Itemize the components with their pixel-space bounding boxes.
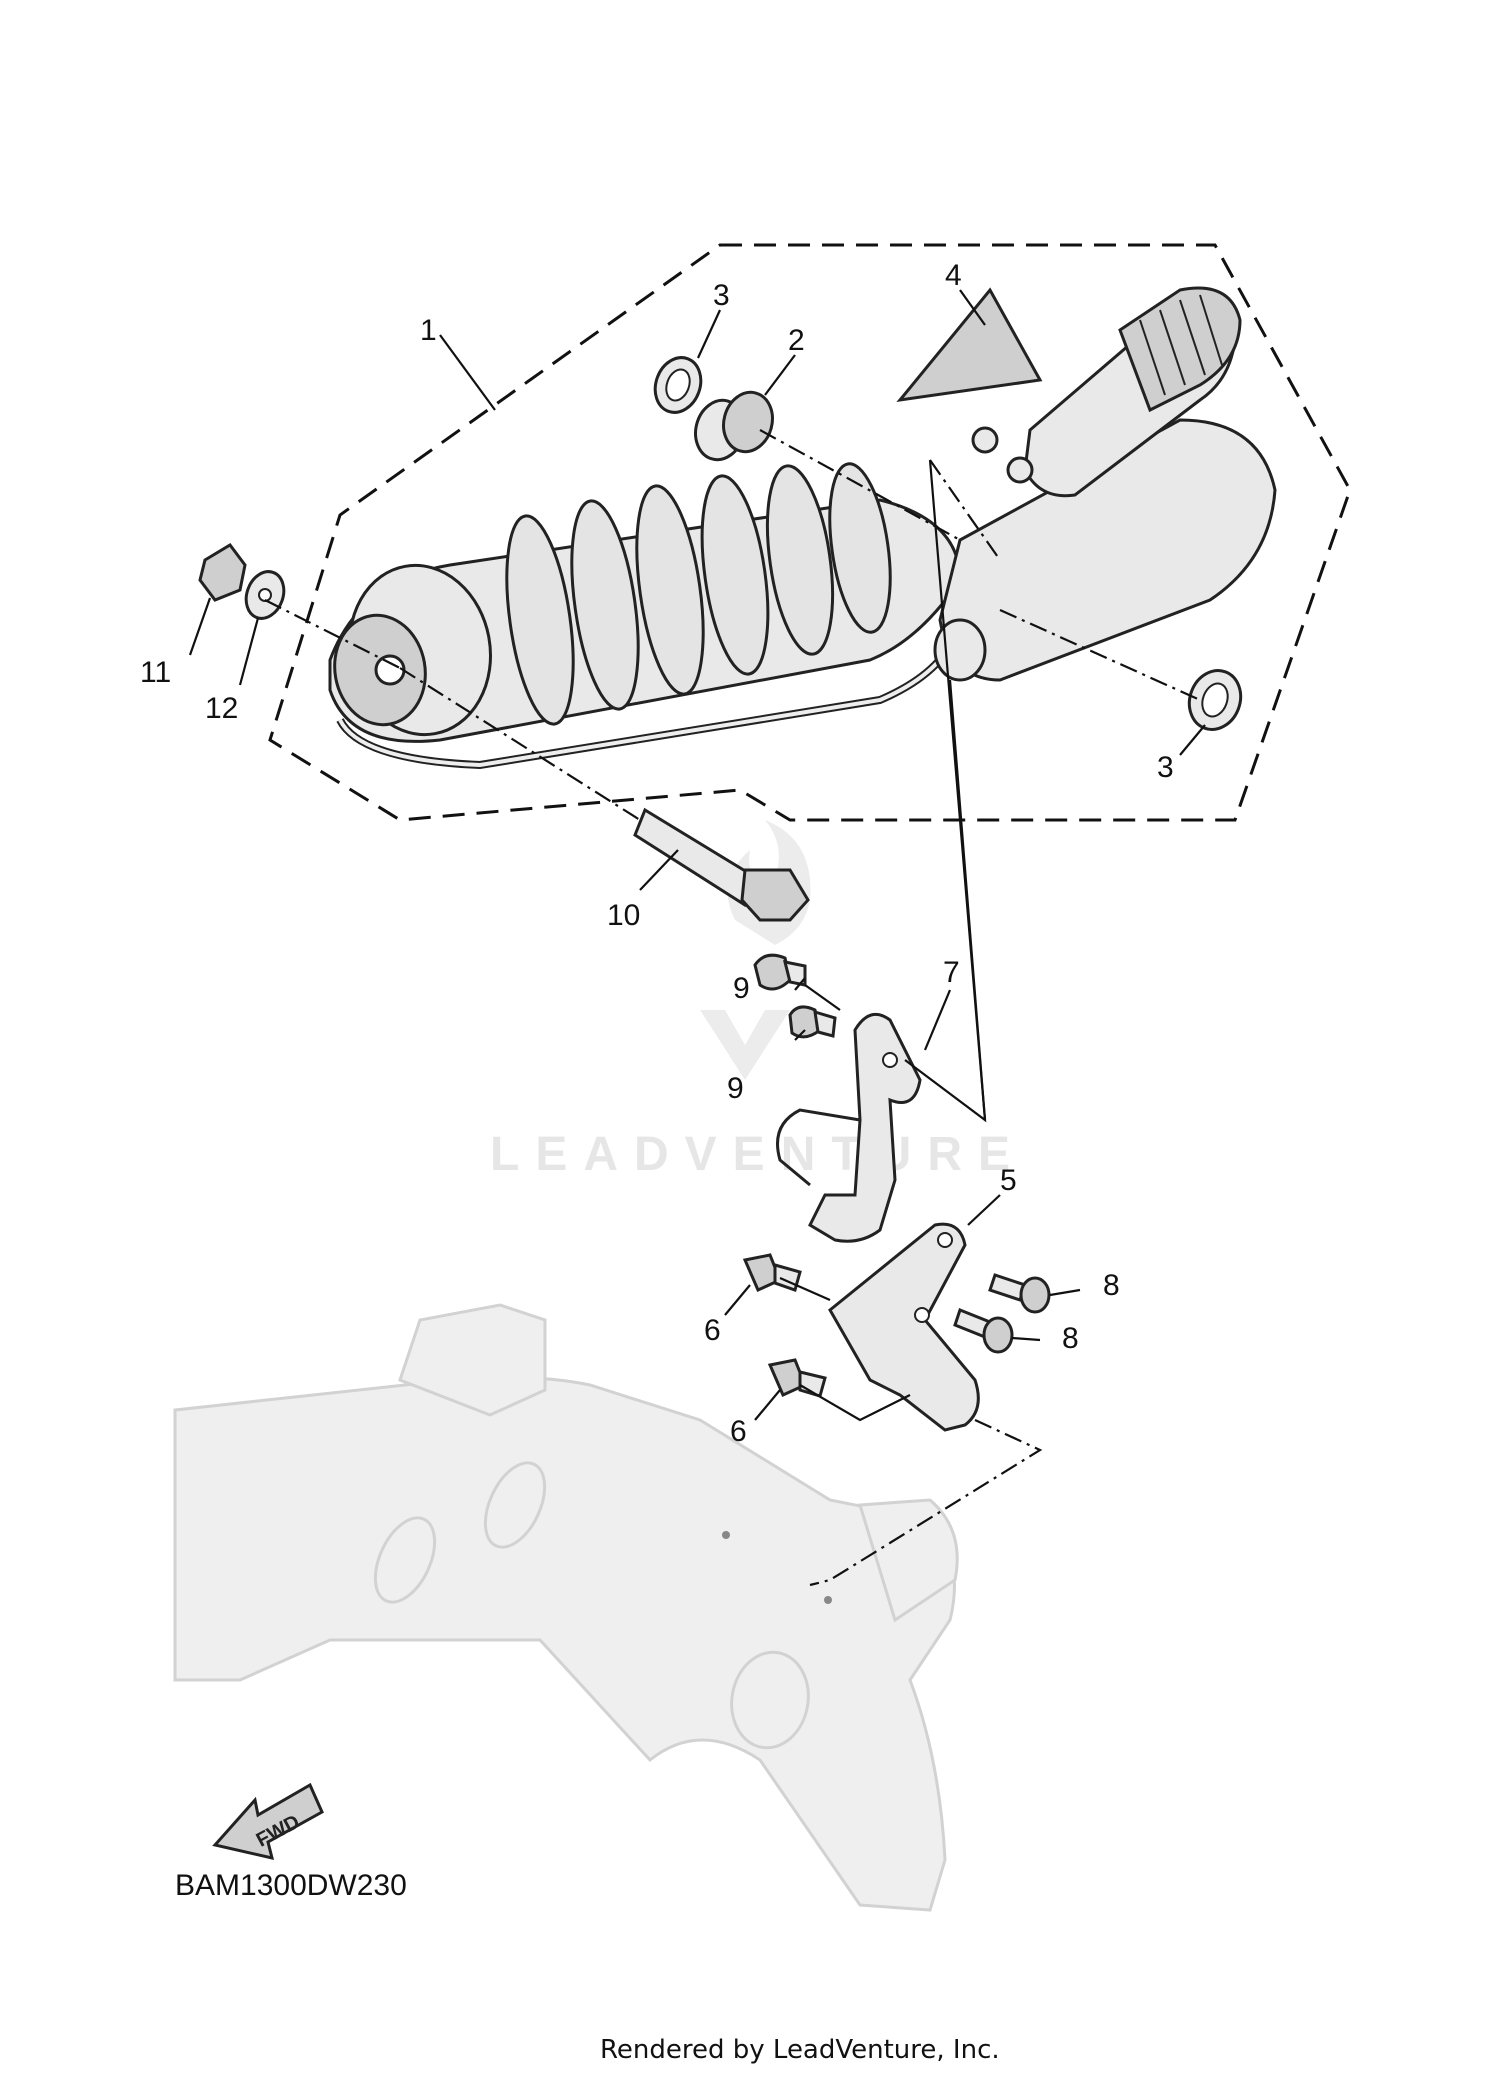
- collar-part-9-lower: [788, 1005, 837, 1039]
- callout-4: 4: [945, 259, 962, 292]
- callout-1: 1: [420, 314, 437, 347]
- nut-part-11: [198, 543, 247, 602]
- frame-part: [173, 1303, 959, 1912]
- centre-lines: [264, 429, 1201, 1587]
- collar-part-9-upper: [753, 953, 807, 991]
- callout-3-lower: 3: [1157, 751, 1174, 784]
- label-part-4: [896, 287, 1043, 403]
- bolt-part-10: [633, 807, 810, 922]
- callout-7: 7: [943, 956, 960, 989]
- bracket-part-5: [828, 1222, 980, 1432]
- callout-8-lower: 8: [1062, 1322, 1079, 1355]
- assembly-outline: [268, 243, 1352, 822]
- callout-6-lower: 6: [730, 1415, 747, 1448]
- watermark-text: LEADVENTURE: [490, 1128, 1026, 1181]
- footer-credit: Rendered by LeadVenture, Inc.: [600, 2035, 1000, 2065]
- forward-direction-arrow: FWD: [212, 1782, 324, 1861]
- callout-3-upper: 3: [713, 279, 730, 312]
- v-logo-icon: [700, 1010, 790, 1080]
- bushing-part-2: [694, 390, 774, 462]
- bracket-part-7: [776, 1012, 922, 1243]
- bolt-part-8-upper: [988, 1273, 1051, 1314]
- callout-6-upper: 6: [704, 1314, 721, 1347]
- oil-seal-part-3-upper: [653, 356, 703, 414]
- callouts: 1 2 3 3 4 5 6 6 7 8 8 9 9 10 11 12: [140, 259, 1174, 1448]
- callout-10: 10: [607, 899, 640, 932]
- fwd-arrow-icon: [212, 1782, 324, 1861]
- callout-9-lower: 9: [727, 1072, 744, 1105]
- callout-5: 5: [1000, 1164, 1017, 1197]
- bolt-part-8-lower: [953, 1308, 1014, 1354]
- callout-11: 11: [140, 656, 171, 689]
- washer-part-12: [244, 570, 286, 620]
- callout-9-upper: 9: [733, 972, 750, 1005]
- callout-2: 2: [788, 324, 805, 357]
- leader-lines: [188, 289, 1206, 1421]
- bolt-part-6-upper: [742, 1253, 802, 1292]
- diagram-code: BAM1300DW230: [175, 1869, 407, 1902]
- callout-12: 12: [205, 692, 238, 725]
- rear-shock-absorber: [328, 462, 964, 770]
- reservoir-adjuster: [933, 286, 1277, 682]
- callout-8-upper: 8: [1103, 1269, 1120, 1302]
- oil-seal-part-3-lower: [1187, 669, 1243, 731]
